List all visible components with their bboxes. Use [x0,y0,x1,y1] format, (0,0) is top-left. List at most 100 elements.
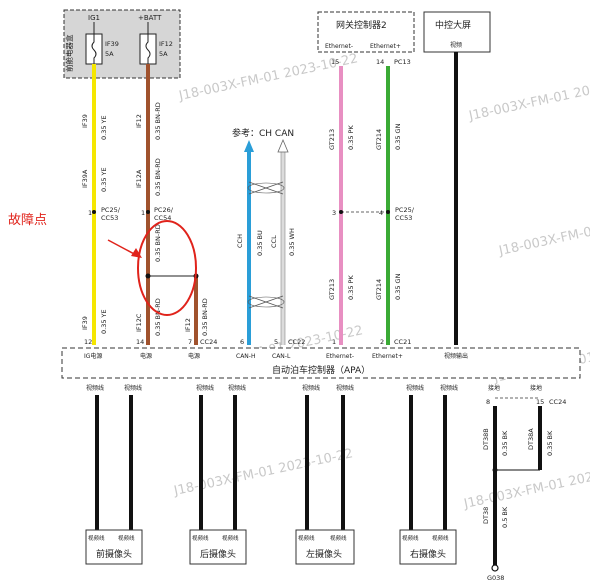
camera-pin: 视频线 [402,534,419,542]
wire-label: 0.35 WH [288,228,296,256]
wire-label: 0.35 BN-RD [154,298,162,336]
wire-label: GT214 [375,129,383,150]
apa-pin: 15 [536,398,544,406]
gateway-pin-14: 14 [376,58,384,66]
camera-pin: 视频线 [118,534,135,542]
apa-pin-label: 电源 [140,352,152,360]
wire-label: 0.35 GN [394,273,402,300]
apa-bottom-label: 视频线 [302,384,320,392]
twisted-pair-icon [247,296,285,308]
splice-pin: 1 [141,209,145,217]
wire-label: 0.35 GN [394,123,402,150]
camera-rear: 视频线 视频线 后摄像头 [189,529,247,565]
apa-pin-label: IG电源 [84,352,102,360]
apa-pin: 12 [84,338,92,346]
apa-connector: CC22 [288,338,305,346]
camera-pin: 视频线 [192,534,209,542]
wire-label: 0.35 BK [546,430,554,456]
splice-conn-line1: PC26/ [154,206,174,214]
camera-frame [189,529,247,565]
fuse-if39-rating: 5A [105,50,114,58]
apa-pin-label: 电源 [188,352,200,360]
arrow-up-icon [277,138,289,153]
camera-right: 视频线 视频线 右摄像头 [399,529,457,565]
ethernet-wires: 3 4 PC25/CC53 GT213 0.35 PK GT213 0.35 P… [328,66,415,345]
wire-label: 0.35 BN-RD [154,158,162,196]
camera-name: 前摄像头 [96,548,132,560]
apa-pin: 5 [274,338,278,346]
ground-wires: G038 DT38B 0.35 BK DT38A 0.35 BK DT38 0.… [482,397,554,582]
wire-label: IF39 [81,114,89,128]
camera-pin: 视频线 [432,534,449,542]
apa-connector: CC21 [394,338,411,346]
camera-frame [295,529,355,565]
apa-pin: 14 [136,338,144,346]
wire-label: 0.35 PK [347,125,355,150]
screen-frame [423,11,491,53]
wire-label: 0.35 YE [100,115,108,140]
camera-pin: 视频线 [222,534,239,542]
wire-label: IF12 [184,318,192,332]
fuse-if12-rating: 5A [159,50,168,58]
camera-name: 左摄像头 [306,548,342,560]
splice-pin: 1 [88,209,92,217]
wire-label: CCL [270,235,278,248]
splice-pin: 4 [379,209,383,217]
fault-label: 故障点 [8,213,47,228]
camera-pin: 视频线 [298,534,315,542]
fuse-ig1-label: IG1 [88,14,100,22]
apa-pin-label: Ethernet+ [372,353,403,360]
camera-name: 后摄像头 [200,548,236,560]
gateway-frame [317,11,415,53]
wire-label: DT38A [527,428,535,450]
fault-circle [137,220,197,316]
apa-bottom-label: 接地 [530,384,542,392]
apa-bottom-label: 视频线 [196,384,214,392]
ground-terminal-icon [491,564,499,572]
wire-label: IF12C [135,313,143,332]
wire-label: IF12A [135,169,143,188]
twisted-pair-icon [248,295,284,309]
camera-left: 视频线 视频线 左摄像头 [295,529,355,565]
fuse-element-icon [145,34,151,64]
apa-connector: CC24 [200,338,217,346]
splice-dot [145,273,151,279]
apa-bottom-label: 视频线 [124,384,142,392]
wire-label: IF39 [81,316,89,330]
fuse-box: 前舱电器盒 IG1 +BATT IF39 5A IF12 5A [63,9,181,79]
wire-label: GT214 [375,279,383,300]
wire-label: GT213 [328,129,336,150]
wire-label: 0.35 PK [347,275,355,300]
splice-dot [92,210,96,214]
fault-marker: 故障点 [8,213,197,316]
apa-bottom-label: 视频线 [440,384,458,392]
wire-label: 0.35 YE [100,309,108,334]
apa-pin-label: 视频输出 [444,352,468,360]
wire-label: 0.35 BK [501,430,509,456]
fuse-if39-name: IF39 [105,40,119,48]
splice-pin: 3 [332,209,336,217]
brown-wire-power: IF12 0.35 BN-RD IF12A 0.35 BN-RD 0.35 BN… [135,64,209,345]
apa-connector: CC24 [549,398,566,406]
camera-frame [399,529,457,565]
wire-label: 0.35 YE [100,167,108,192]
gateway-pin-15: 15 [331,58,339,66]
camera-frame [85,529,143,565]
twisted-pair-icon [248,181,284,195]
splice-connector-eth: PC25/CC53 [395,206,415,222]
watermark: J18-003X-FM-01 2023-10-22 [462,459,590,512]
wire-label: GT213 [328,279,336,300]
fault-arrow-icon [131,248,142,258]
apa-title: 自动泊车控制器（APA） [272,364,370,376]
splice-conn-line1: PC25/ [395,206,415,214]
camera-pin: 视频线 [330,534,347,542]
wire-label: DT38 [482,507,490,524]
arrow-up-icon [244,140,254,152]
camera-name: 右摄像头 [410,548,446,560]
wire-label: 0.35 BN-RD [201,298,209,336]
watermark: J18-003X-FM-01 2023-10-22 [497,206,590,259]
apa-pin: 2 [380,338,384,346]
wire-label: IF39A [81,169,89,188]
apa-bottom-label: 接地 [488,384,500,392]
